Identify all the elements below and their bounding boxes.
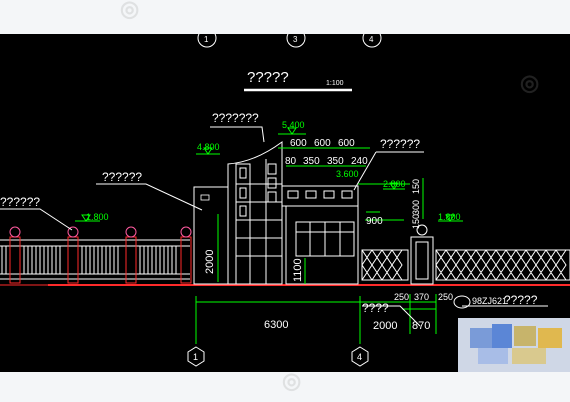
- grid-bubbles-top: [197, 34, 382, 48]
- right-fence: [361, 236, 570, 285]
- dim-vertical-300: 300: [411, 200, 421, 215]
- dim-top-600-2: 600: [314, 138, 331, 149]
- grid-top-1: 1: [204, 35, 209, 44]
- cad-drawing-viewport[interactable]: 1 3 4 ????? 1:100: [0, 34, 570, 372]
- top-band: [0, 0, 570, 34]
- watermark-logo-3: ◎: [282, 368, 304, 393]
- dim-second-350-2: 350: [327, 156, 344, 167]
- bottom-band: [0, 372, 570, 402]
- label-bottom-right: ?????: [504, 293, 538, 307]
- elevation-drawing: 1 3 4 ????? 1:100: [0, 34, 570, 367]
- dim-small-250-2: 250: [438, 292, 453, 302]
- dim-vertical-150-bottom: 150: [411, 214, 421, 229]
- dim-vertical-150-top: 150: [411, 179, 421, 194]
- blurred-logo: [458, 318, 570, 374]
- label-left-wall: ??????: [102, 170, 142, 184]
- label-tower: ???????: [212, 111, 259, 125]
- dim-door-900: 900: [366, 216, 383, 227]
- dimension-lines: [75, 127, 463, 344]
- dim-height-2000: 2000: [204, 250, 216, 274]
- gatehouse: [193, 141, 359, 285]
- elevation-right-wall: 2.800: [383, 179, 406, 189]
- dim-top-600-3: 600: [338, 138, 355, 149]
- dim-top-600-1: 600: [290, 138, 307, 149]
- drawing-scale: 1:100: [326, 80, 344, 87]
- dim-second-80: 80: [285, 156, 297, 167]
- label-tile-code: 98ZJ621: [472, 296, 507, 306]
- grid-top-3: 3: [293, 35, 298, 44]
- right-post-cap: [416, 224, 428, 236]
- grid-bottom-1: 1: [193, 352, 198, 362]
- label-bottom-left: ????: [362, 301, 389, 315]
- elevation-fence-left: 1.800: [86, 212, 109, 222]
- watermark-logo-1: ◎: [120, 0, 142, 21]
- grid-top-4: 4: [369, 35, 374, 44]
- dim-bottom-870: 870: [412, 320, 430, 332]
- dim-small-250-1: 250: [394, 292, 409, 302]
- grid-bubbles-bottom: [187, 346, 369, 367]
- watermark-logo-2: ◎: [520, 70, 542, 95]
- label-right-roof: ??????: [380, 137, 420, 151]
- grid-bottom-4: 4: [357, 352, 362, 362]
- left-fence: [0, 239, 190, 280]
- elevation-left-roof: 4.800: [197, 142, 220, 152]
- dim-second-350-1: 350: [303, 156, 320, 167]
- elevation-roof-mid: 3.600: [336, 169, 359, 179]
- elevation-tower-top: 5.400: [282, 120, 305, 130]
- left-fence-post-caps: [9, 226, 192, 238]
- elevation-fence-right: 1.800: [438, 212, 461, 222]
- dim-bottom-2000: 2000: [373, 320, 397, 332]
- dim-small-370: 370: [414, 292, 429, 302]
- drawing-title: ?????: [247, 69, 289, 86]
- label-left-top: ??????: [0, 195, 40, 209]
- dim-bottom-6300: 6300: [264, 319, 288, 331]
- left-fence-bars: [1, 246, 177, 274]
- tile-symbol: [453, 295, 471, 309]
- leader-lines: [0, 126, 548, 327]
- dim-second-240: 240: [351, 156, 368, 167]
- dim-height-1100: 1100: [292, 258, 304, 282]
